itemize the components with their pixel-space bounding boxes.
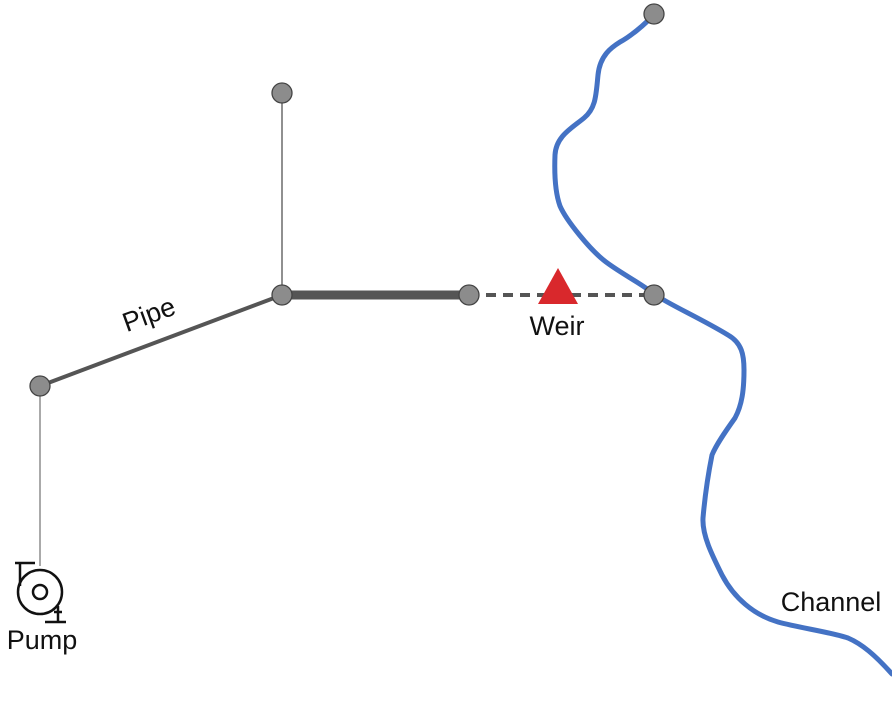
weir-label: Weir: [529, 311, 584, 341]
pipe-label: Pipe: [118, 291, 179, 338]
weir-triangle-icon[interactable]: [538, 268, 578, 304]
node-left[interactable]: [29, 375, 51, 397]
node-top[interactable]: [271, 82, 293, 104]
channel-link[interactable]: [552, 11, 892, 677]
node-channel-top[interactable]: [643, 3, 665, 25]
pump-icon[interactable]: [15, 561, 66, 624]
node-weir-inlet[interactable]: [458, 284, 480, 306]
pump-label: Pump: [7, 625, 78, 655]
channel-label: Channel: [781, 587, 882, 617]
pipe-link[interactable]: [39, 293, 283, 388]
node-junction[interactable]: [271, 284, 293, 306]
node-weir-outlet[interactable]: [643, 284, 665, 306]
